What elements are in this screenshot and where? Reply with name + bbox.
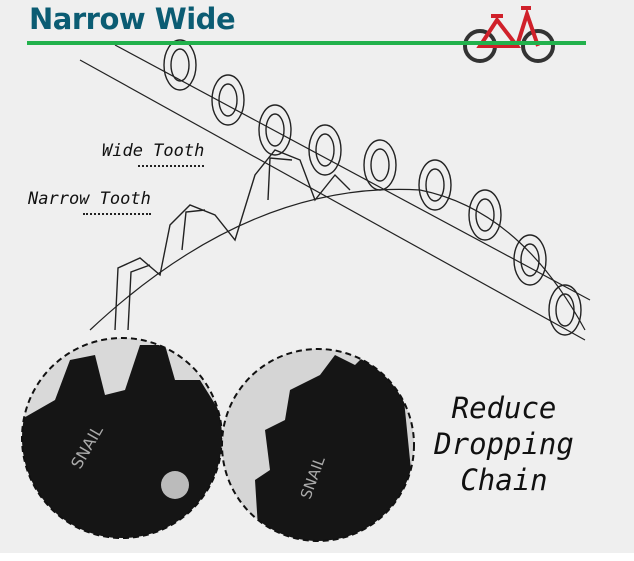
slogan: Reduce Dropping Chain [414,390,594,498]
wide-tooth-label: Wide Tooth [102,141,205,167]
bicycle-icon [463,6,555,63]
chain [79,39,591,341]
narrow-tooth-label: Narrow Tooth [28,189,151,215]
chain-link-plate [548,284,582,336]
chain-roller [315,133,335,167]
chain-link-plate [163,39,197,91]
chain-link-plate [258,104,292,156]
photo-right: SNAIL [221,348,415,542]
chain-roller [555,293,575,327]
slogan-line-3: Chain [460,463,548,497]
chain-roller [265,113,285,147]
chain-roller [370,148,390,182]
chain-roller [475,198,495,232]
title-divider [27,41,586,45]
photo-left: SNAIL [21,337,223,539]
chain-link-plate [211,74,245,126]
chain-link-plate [308,124,342,176]
chain-roller [170,48,190,82]
slogan-line-1: Reduce [451,391,557,425]
chain-roller [218,83,238,117]
narrow-tooth-text: Narrow Tooth [28,189,151,209]
page-title: Narrow Wide [29,2,236,36]
chain-link-plate [513,234,547,286]
chain-roller [425,168,445,202]
slogan-line-2: Dropping [434,427,574,461]
chain-roller [520,243,540,277]
wide-tooth-text: Wide Tooth [102,141,205,161]
chain-link-plate [363,139,397,191]
chain-link-plate [418,159,452,211]
chain-link-plate [468,189,502,241]
